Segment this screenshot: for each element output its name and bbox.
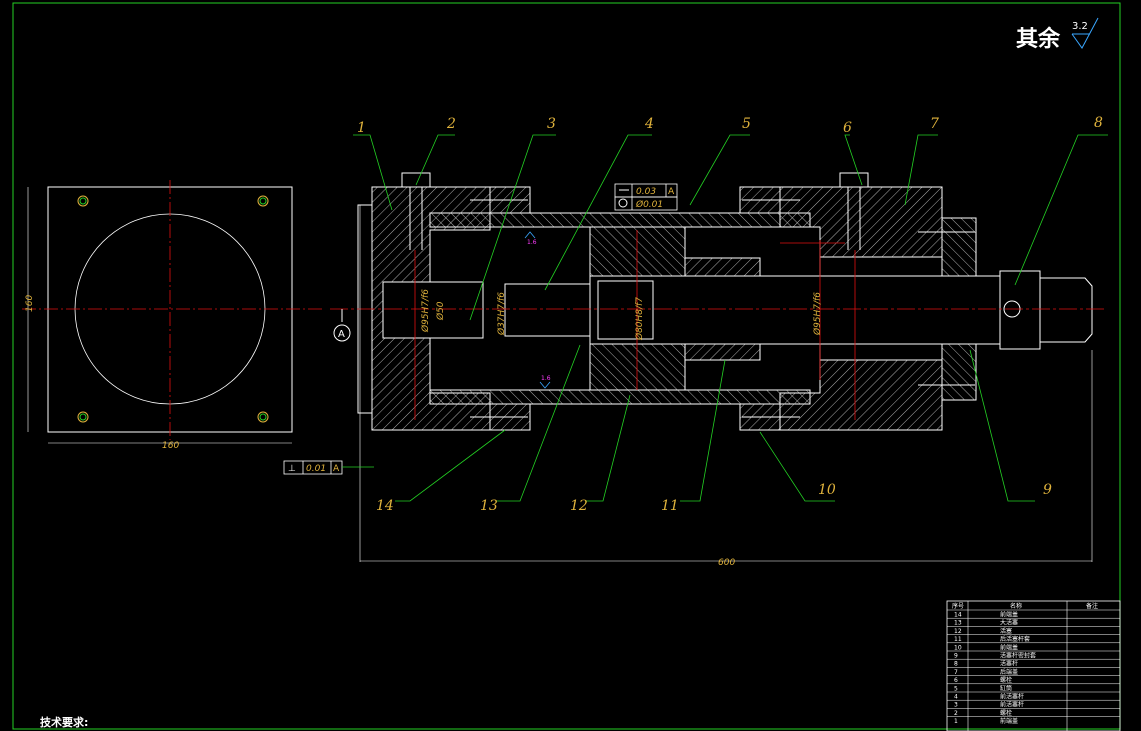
- tb-row-no: 11: [954, 636, 962, 643]
- label-7: 7: [930, 116, 939, 132]
- label-8: 8: [1094, 115, 1103, 131]
- tb-row-name: 前活塞杆: [1000, 701, 1024, 709]
- label-6: 6: [843, 120, 852, 136]
- tb-header-name: 名称: [1010, 602, 1022, 610]
- tb-row-no: 4: [954, 694, 958, 701]
- tb-row-name: 前端盖: [1000, 717, 1018, 725]
- label-12: 12: [570, 498, 588, 514]
- tol-roundness: Ø0.01: [635, 199, 663, 210]
- tb-row-name: 活塞: [1000, 627, 1012, 635]
- surface-mark-1: 1.6: [527, 239, 537, 246]
- tol-datum-a1: A: [668, 187, 675, 197]
- label-5: 5: [742, 116, 751, 132]
- dim-bore-mid: Ø37H7/f6: [496, 292, 507, 336]
- dim-bore-left: Ø95H7/f6: [420, 289, 431, 333]
- tb-row-no: 14: [954, 612, 962, 619]
- bolt-holes: [77, 195, 269, 423]
- tb-row-no: 7: [954, 669, 958, 676]
- tol-perpendicular: 0.01: [306, 464, 326, 474]
- tb-row-name: 螺栓: [1000, 676, 1012, 684]
- roughness-mark: 其余 3.2: [1016, 17, 1099, 52]
- side-view: 160 160: [22, 180, 325, 451]
- tb-row-name: 前端盖: [1000, 643, 1018, 651]
- leader-lines: [353, 134, 1108, 502]
- tb-row-no: 5: [954, 685, 958, 692]
- tb-row-name: 前端盖: [1000, 611, 1018, 619]
- tol-datum-a2: A: [333, 464, 340, 474]
- label-1: 1: [357, 120, 366, 136]
- tb-row-no: 3: [954, 702, 958, 709]
- sheet-border: [12, 2, 1121, 730]
- part-labels: 1 2 3 4 5 6 7 8 9 10 11 12 13 14: [357, 115, 1103, 514]
- label-3: 3: [547, 116, 556, 132]
- tb-header-remark: 备注: [1086, 602, 1098, 610]
- label-11: 11: [661, 498, 679, 514]
- label-14: 14: [376, 498, 394, 514]
- dim-side-height: 160: [25, 295, 35, 312]
- datum-symbol: A: [333, 309, 351, 342]
- tb-row-no: 9: [954, 653, 958, 660]
- tb-row-name: 后活塞杆套: [1000, 635, 1030, 643]
- dim-overall-length: 600: [718, 558, 735, 568]
- label-2: 2: [446, 116, 456, 132]
- tolerance-frame-top: 0.03 A Ø0.01: [614, 183, 678, 211]
- dim-bore-small: Ø50: [435, 301, 446, 321]
- tb-row-no: 12: [954, 628, 962, 635]
- label-4: 4: [644, 116, 654, 132]
- tb-row-no: 6: [954, 677, 958, 684]
- tb-row-no: 2: [954, 710, 958, 717]
- tb-row-name: 后端盖: [1000, 668, 1018, 676]
- label-10: 10: [818, 482, 836, 498]
- dim-side-width: 160: [162, 441, 179, 451]
- tb-row-name: 大活塞: [1000, 619, 1018, 627]
- tb-row-no: 10: [954, 644, 962, 651]
- tb-row-name: 活塞杆: [1000, 660, 1018, 668]
- tol-straightness: 0.03: [636, 187, 656, 197]
- tolerance-frame-bottom: ⊥ 0.01 A: [283, 460, 374, 475]
- roughness-text: 其余: [1016, 26, 1061, 52]
- surface-mark-2: 1.6: [541, 375, 551, 382]
- tb-row-no: 1: [954, 718, 958, 725]
- dim-bore-piston: Ø80H8/f7: [634, 297, 645, 341]
- tb-row-name: 前活塞杆: [1000, 693, 1024, 701]
- tech-note: 技术要求:: [40, 716, 89, 729]
- tb-row-no: 13: [954, 620, 962, 627]
- datum-label: A: [338, 329, 345, 340]
- tb-row-name: 活塞杆密封套: [1000, 652, 1036, 660]
- dim-bore-right: Ø95H7/f6: [812, 292, 823, 336]
- label-9: 9: [1043, 482, 1052, 498]
- svg-text:⊥: ⊥: [288, 464, 296, 474]
- tb-row-name: 缸筒: [1000, 684, 1012, 692]
- tb-row-no: 8: [954, 661, 958, 668]
- tb-header-no: 序号: [952, 602, 964, 610]
- roughness-value: 3.2: [1072, 21, 1088, 32]
- tb-row-name: 螺栓: [1000, 709, 1012, 717]
- overall-dimension: 600: [359, 205, 1093, 568]
- label-13: 13: [480, 498, 498, 514]
- section-view: [330, 172, 1105, 431]
